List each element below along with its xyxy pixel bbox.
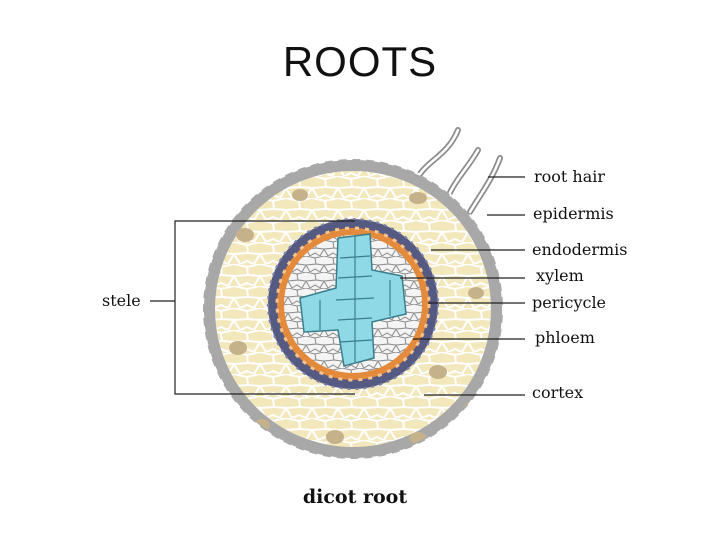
label-pericycle: pericycle — [532, 293, 606, 312]
label-root-hair: root hair — [534, 167, 605, 186]
leader-lines — [150, 176, 525, 396]
cortex-dark-cells — [229, 189, 484, 444]
xylem-region — [299, 233, 407, 367]
slide-title: ROOTS — [282, 38, 438, 85]
label-phloem: phloem — [535, 328, 595, 347]
diagram-caption: dicot root — [303, 486, 407, 508]
label-epidermis: epidermis — [533, 204, 614, 223]
label-stele: stele — [102, 291, 141, 310]
label-cortex: cortex — [532, 383, 583, 402]
label-xylem: xylem — [536, 266, 584, 285]
label-endodermis: endodermis — [532, 240, 628, 259]
